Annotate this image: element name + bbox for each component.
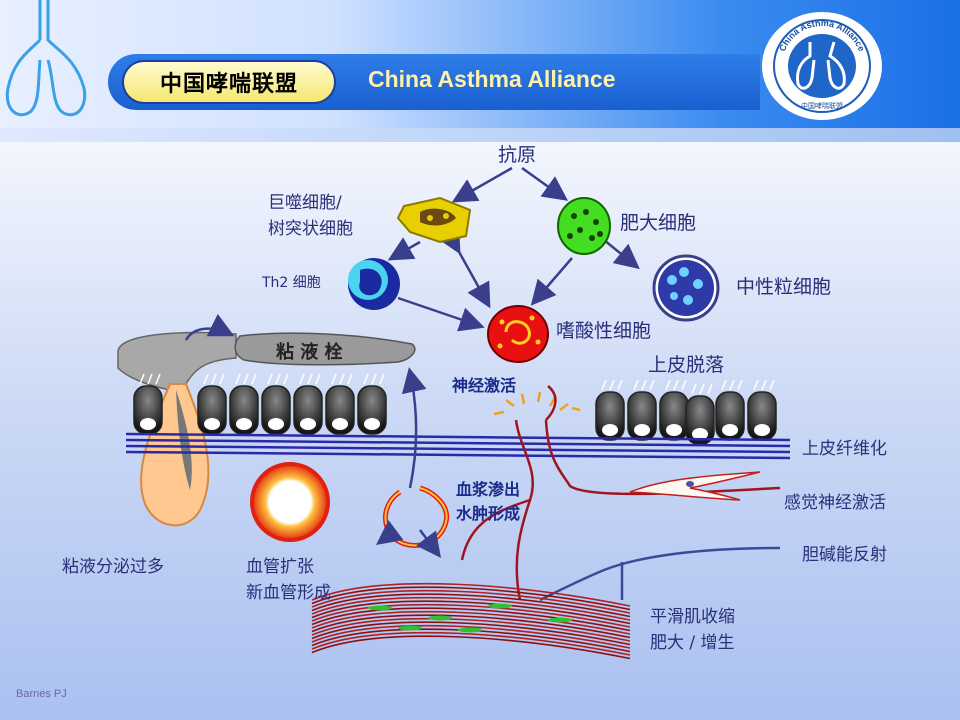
epithelial-cell (133, 373, 163, 435)
label-antigen: 抗原 (498, 144, 537, 166)
cn-title: 中国哮喘联盟 (159, 72, 298, 97)
muscle-fiber (311, 621, 631, 646)
muscle-nucleus (428, 615, 452, 621)
muscle-fiber (311, 582, 631, 607)
label-mucus-hypersecretion: 粘液分泌过多 (62, 557, 164, 577)
muscle-fiber (311, 589, 631, 614)
muscle-fiber (311, 593, 631, 618)
epithelial-cell (261, 373, 291, 435)
epithelial-cell (293, 373, 323, 435)
label-macrophage-1: 巨噬细胞/ (268, 193, 342, 213)
muscle-fiber (311, 628, 631, 653)
epithelial-cell (595, 379, 625, 441)
muscle-fiber (311, 603, 631, 628)
label-nerve-activation: 神经激活 (452, 376, 517, 395)
label-smooth-muscle-2: 肥大 / 增生 (650, 633, 735, 653)
label-plasma-1: 血浆渗出 (456, 480, 521, 499)
epithelial-cell (747, 379, 777, 441)
smooth-muscle-icon (311, 582, 631, 660)
label-fibrosis: 上皮纤维化 (802, 439, 887, 459)
neutrophil-cell-icon (652, 254, 720, 322)
label-mast-cell: 肥大细胞 (620, 212, 697, 234)
mast-cell-icon (557, 197, 611, 255)
muscle-fiber (311, 631, 631, 656)
logo-bottom-text: 中国哮喘联盟 (801, 101, 843, 110)
muscle-fiber (311, 617, 631, 642)
epithelial-cell (627, 379, 657, 441)
cn-title-box: 中国哮喘联盟 (122, 60, 336, 104)
muscle-nucleus (368, 605, 392, 611)
muscle-fiber (311, 614, 631, 639)
credit: Barnes PJ (16, 688, 67, 700)
macrophage-cell-icon (396, 196, 472, 244)
label-plasma-2: 水肿形成 (456, 504, 521, 523)
logo: China Asthma Alliance 中国哮喘联盟 (762, 12, 882, 120)
label-cholinergic: 胆碱能反射 (802, 545, 887, 565)
basement-membrane (125, 432, 791, 460)
header-underline (0, 128, 960, 142)
plasma-exudation-icon (376, 367, 450, 558)
fibroblast-icon (629, 471, 761, 501)
muscle-nucleus (488, 603, 512, 609)
epithelial-cell (357, 373, 387, 435)
arrow-mucus (184, 313, 235, 341)
arrows-top (387, 166, 640, 332)
label-sensory-nerve: 感觉神经激活 (784, 493, 886, 513)
muscle-nucleus (458, 627, 482, 633)
muscle-fiber (311, 607, 631, 632)
muscle-fiber (311, 596, 631, 621)
muscle-fiber (311, 635, 631, 660)
th2-cell-icon (348, 258, 400, 310)
mucus-plug-icon (234, 332, 416, 366)
muscle-nucleus (398, 625, 422, 631)
label-vasodilation-1: 血管扩张 (246, 557, 314, 577)
muscle-fiber (311, 624, 631, 649)
cholinergic-nerve (539, 546, 781, 602)
muscle-nucleus (548, 617, 572, 623)
label-neutrophil: 中性粒细胞 (736, 276, 832, 298)
epithelium-right (595, 379, 777, 445)
epithelium-left (133, 373, 387, 435)
epithelial-cell (197, 373, 227, 435)
muscle-fiber (311, 610, 631, 635)
eosinophil-cell-icon (487, 305, 549, 363)
label-eosinophil: 嗜酸性细胞 (556, 320, 652, 342)
label-th2: Th2 细胞 (262, 275, 321, 291)
label-macrophage-2: 树突状细胞 (268, 219, 353, 239)
blood-vessel-icon (250, 462, 330, 542)
epithelial-cell (229, 373, 259, 435)
label-smooth-muscle-1: 平滑肌收缩 (650, 607, 735, 627)
label-mucus-plug: 粘 液 栓 (276, 342, 343, 363)
epithelial-cell (325, 373, 355, 435)
label-epithelial-shedding: 上皮脱落 (648, 354, 725, 376)
epithelial-cell (685, 383, 715, 445)
epithelial-cell (659, 379, 689, 441)
epithelial-cell (715, 379, 745, 441)
lung-outline-icon (5, 0, 87, 117)
muscle-fiber (311, 586, 631, 611)
en-title: China Asthma Alliance (368, 66, 616, 92)
nerve-fibers (460, 385, 781, 601)
label-vasodilation-2: 新血管形成 (246, 583, 331, 603)
muscle-fiber (311, 600, 631, 625)
